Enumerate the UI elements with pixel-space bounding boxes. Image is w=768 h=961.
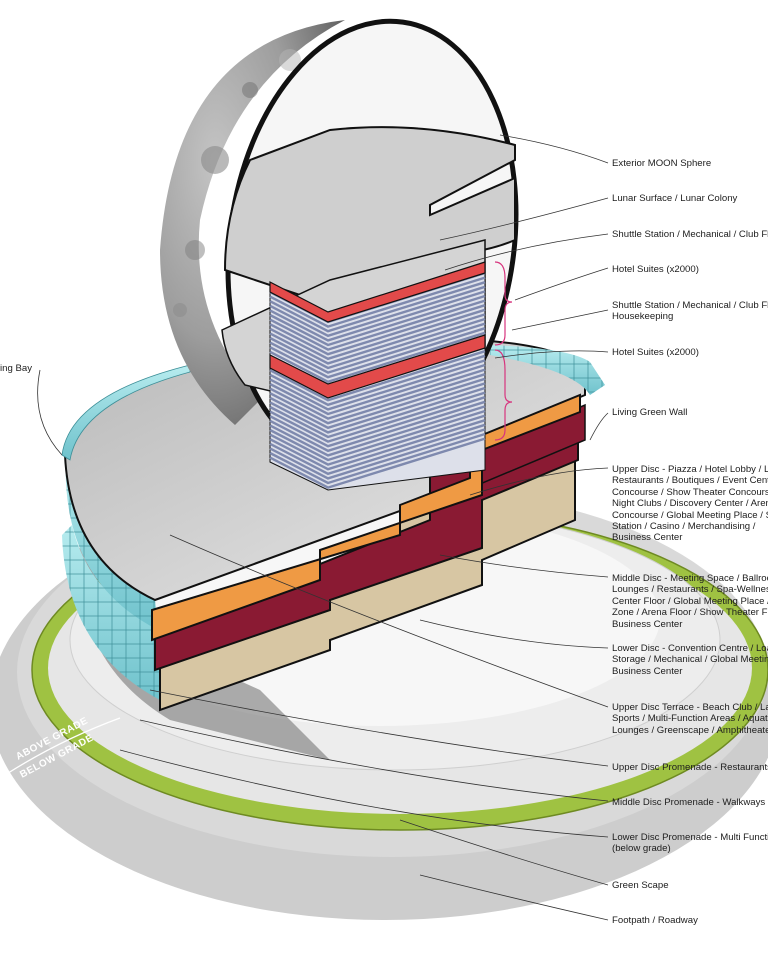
label-upper-disc-promenade: Upper Disc Promenade - Restaurants / — [612, 762, 768, 773]
hotel-suite-floor-line — [269, 405, 486, 457]
label-shuttle-station-top: Shuttle Station / Mechanical / Club Floo — [612, 229, 768, 240]
hotel-suite-floor-line — [269, 350, 486, 402]
label-upper-disc-line: Concourse / Show Theater Concourse — [612, 486, 768, 498]
hotel-suite-floor-line — [269, 386, 486, 439]
label-upper-disc-terrace-line: Sports / Multi-Function Areas / Aquatic — [612, 713, 768, 725]
label-lower-disc-promenade-line: Lower Disc Promenade - Multi Function — [612, 832, 768, 843]
hotel-suite-floor-line — [269, 437, 486, 489]
label-hotel-suites-top: Hotel Suites (x2000) — [612, 264, 699, 275]
hotel-suite-floor-line — [269, 409, 486, 462]
lower-disc-shadow — [79, 540, 330, 760]
label-upper-disc-line: Restaurants / Boutiques / Event Cente — [612, 475, 768, 487]
hotel-suite-floor-line — [269, 428, 486, 480]
label-lunar-surface: Lunar Surface / Lunar Colony — [612, 193, 738, 204]
leader-lines — [37, 134, 609, 921]
label-upper-disc-line: Concourse / Global Meeting Place / Sh — [612, 509, 768, 521]
label-docking-bay: ing Bay — [0, 363, 32, 374]
hotel-band-top — [269, 261, 486, 323]
label-upper-disc-line: Business Center — [612, 532, 683, 544]
label-upper-disc-terrace-line: Lounges / Greenscape / Amphitheater — [612, 724, 768, 736]
hotel-suite-floor-line — [269, 382, 486, 434]
label-lower-disc-line: Business Center — [612, 665, 683, 677]
hotel-suite-floor-line — [269, 281, 486, 333]
label-exterior-moon-sphere: Exterior MOON Sphere — [612, 158, 712, 169]
label-middle-disc-line: Lounges / Restaurants / Spa-Wellness — [612, 584, 768, 596]
hotel-suite-floor-line — [269, 276, 486, 328]
hotel-suite-floor-line — [269, 317, 486, 370]
label-middle-disc-line: Zone / Arena Floor / Show Theater Floo — [612, 607, 768, 619]
label-green-scape: Green Scape — [612, 880, 669, 891]
label-upper-disc-line: Night Clubs / Discovery Center / Arena — [612, 498, 768, 510]
hotel-suite-floor-line — [269, 313, 486, 365]
label-upper-disc-line: Station / Casino / Merchandising / — [612, 521, 756, 533]
glass-facade-middle — [65, 450, 158, 630]
hotel-suite-floor-line — [269, 290, 486, 342]
label-lower-disc: Lower Disc - Convention Centre / Load St… — [612, 643, 768, 677]
hotel-band-bottom — [269, 334, 486, 399]
hotel-suite-floor-line — [269, 400, 486, 453]
label-footpath-roadway: Footpath / Roadway — [612, 915, 698, 926]
hotel-suite-floor-line — [269, 322, 486, 374]
hotel-suite-floor-line — [269, 359, 486, 411]
label-lower-disc-promenade: Lower Disc Promenade - Multi Function (b… — [612, 832, 768, 855]
hotel-suite-floor-line — [269, 299, 486, 351]
hotel-suite-floor-line — [269, 363, 486, 416]
label-upper-disc-terrace: Upper Disc Terrace - Beach Club / Lag Sp… — [612, 702, 768, 736]
label-shuttle-station-mid-line1: Shuttle Station / Mechanical / Club Floo — [612, 300, 768, 311]
label-lower-disc-promenade-line: (below grade) — [612, 843, 671, 855]
grade-line — [4, 717, 121, 776]
label-middle-disc-line: Middle Disc - Meeting Space / Ballroom — [612, 573, 768, 584]
hotel-suite-floor-line — [269, 391, 486, 443]
label-middle-disc-line: Business Center — [612, 618, 683, 630]
hotel-suite-floor-line — [269, 331, 486, 384]
hotel-suite-floor-line — [269, 368, 486, 420]
hotel-suite-floor-line — [269, 377, 486, 430]
label-lower-disc-line: Lower Disc - Convention Centre / Load — [612, 643, 768, 654]
bracket-bottom — [494, 349, 513, 441]
hotel-suite-floor-line — [269, 414, 486, 466]
label-upper-disc-line: Upper Disc - Piazza / Hotel Lobby / Lou — [612, 464, 768, 475]
label-middle-disc-line: Center Floor / Global Meeting Place / K — [612, 595, 768, 607]
hotel-suite-floor-line — [269, 304, 486, 356]
glass-facade-lower — [62, 525, 160, 700]
label-shuttle-station-mid-line2: Housekeeping — [612, 311, 674, 323]
hotel-suite-floor-line — [269, 432, 486, 485]
lunar-surface-plane — [223, 126, 516, 307]
hotel-suite-floor-line — [269, 354, 486, 407]
label-upper-disc-terrace-line: Upper Disc Terrace - Beach Club / Lag — [612, 702, 768, 713]
hotel-suite-floor-line — [269, 423, 486, 476]
hotel-suite-floor-line — [269, 373, 486, 425]
label-hotel-suites-bottom: Hotel Suites (x2000) — [612, 347, 699, 358]
label-living-green-wall: Living Green Wall — [612, 407, 688, 418]
hotel-suite-floor-line — [269, 327, 486, 379]
bracket-top — [494, 261, 513, 346]
hotel-suite-floor-line — [269, 285, 486, 338]
hotel-suite-floor-line — [269, 308, 486, 361]
label-middle-disc-promenade: Middle Disc Promenade - Walkways — [612, 797, 766, 808]
label-lower-disc-line: Storage / Mechanical / Global Meeting — [612, 654, 768, 666]
label-middle-disc: Middle Disc - Meeting Space / Ballroom L… — [612, 573, 768, 630]
hotel-suite-floor-line — [269, 419, 486, 471]
label-upper-disc: Upper Disc - Piazza / Hotel Lobby / Lou … — [612, 464, 768, 544]
hotel-suite-floor-line — [269, 294, 486, 347]
label-shuttle-station-mid: Shuttle Station / Mechanical / Club Floo… — [612, 300, 768, 323]
hotel-suite-floor-line — [269, 396, 486, 448]
